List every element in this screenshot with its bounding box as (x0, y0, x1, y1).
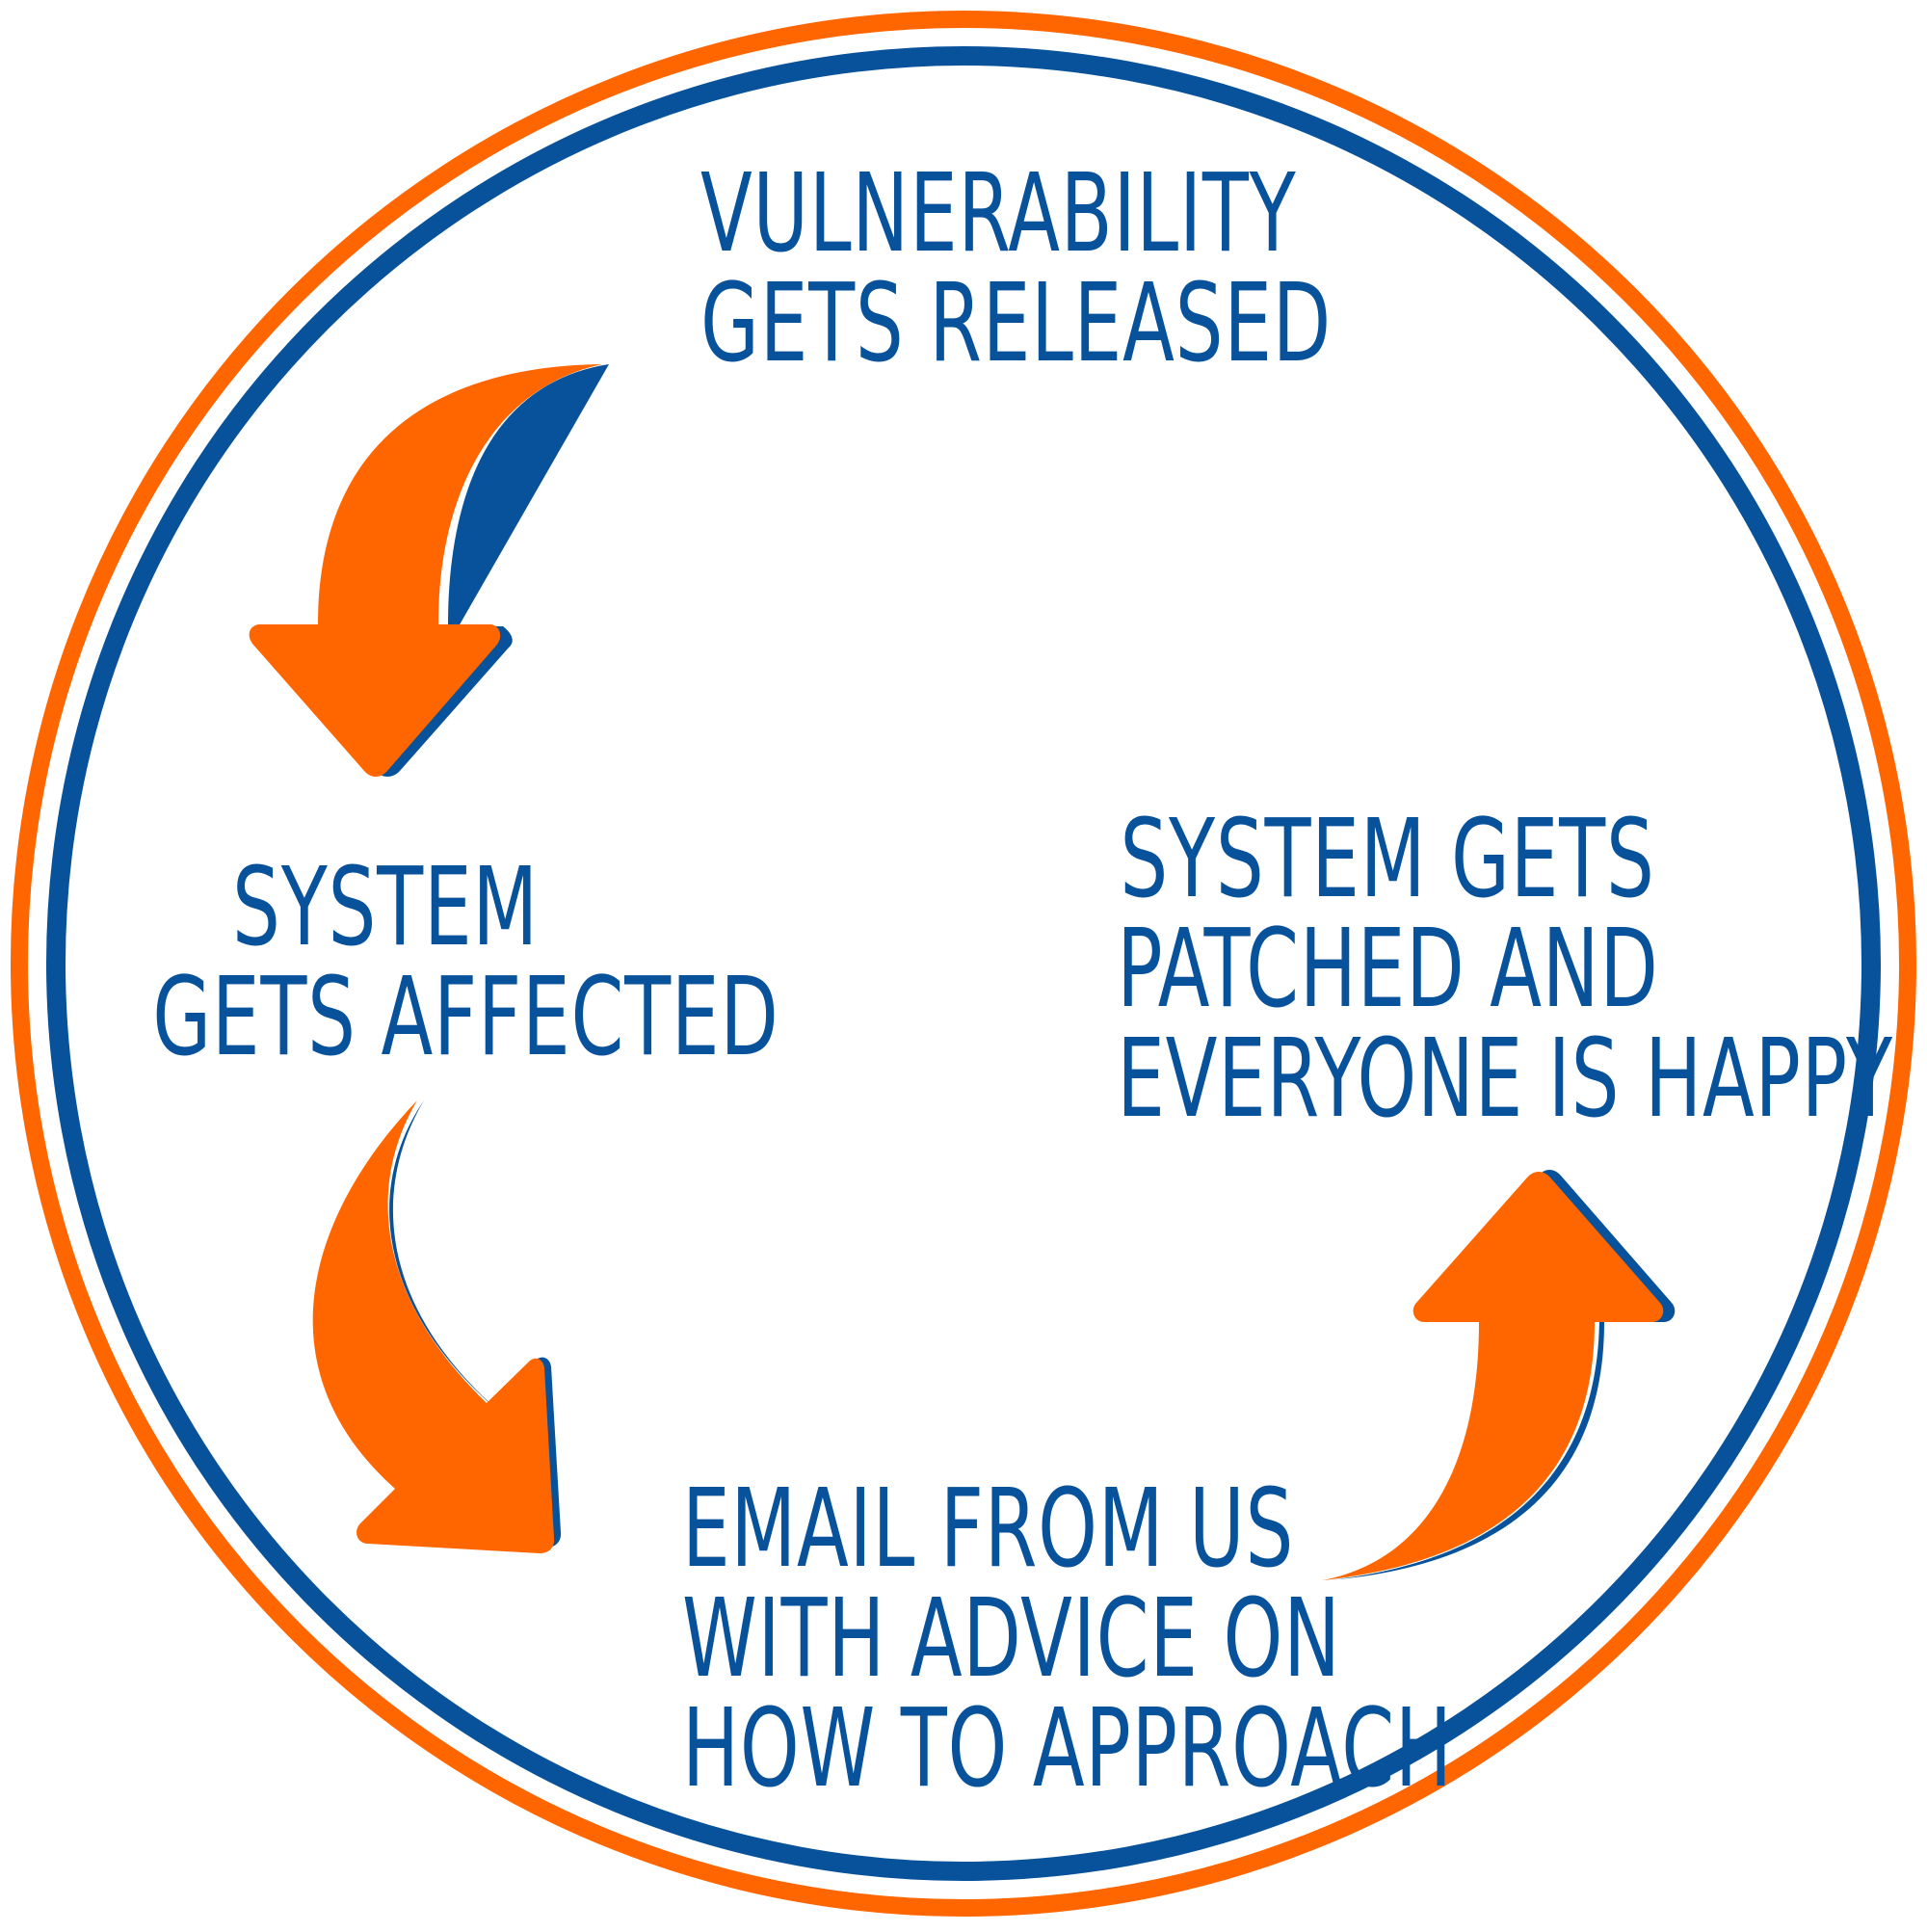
step-line: WITH ADVICE ON (682, 1576, 1341, 1702)
arrow-email-to-patched (1322, 1170, 1676, 1580)
step-line: GETS RELEASED (700, 261, 1333, 386)
step-line: SYSTEM GETS (1120, 797, 1655, 922)
arrow-affected-to-email-body (312, 1100, 555, 1553)
arrow-email-to-patched-body (1322, 1172, 1664, 1580)
outer-ring (11, 11, 1916, 1917)
arrow-released-to-affected-body (249, 364, 602, 777)
arrow-affected-to-email (312, 1100, 562, 1553)
step-line: SYSTEM (232, 845, 539, 970)
step-line: VULNERABILITY (700, 151, 1297, 277)
step-line: EMAIL FROM US (682, 1467, 1295, 1592)
step-line: HOW TO APPROACH (682, 1686, 1453, 1812)
step-email-advice: EMAIL FROM US WITH ADVICE ON HOW TO APPR… (597, 1467, 1453, 1812)
step-system-affected: SYSTEM GETS AFFECTED (87, 845, 779, 1080)
arrow-affected-to-email-shadow (389, 1100, 562, 1548)
step-line: PATCHED AND (1117, 907, 1659, 1032)
inner-ring (46, 46, 1881, 1881)
step-line: GETS AFFECTED (152, 955, 779, 1080)
step-system-patched: SYSTEM GETS PATCHED AND EVERYONE IS HAPP… (1041, 797, 1893, 1142)
step-line: EVERYONE IS HAPPY (1117, 1017, 1893, 1142)
arrow-released-to-affected (249, 364, 609, 777)
step-vulnerability-released: VULNERABILITY GETS RELEASED (626, 151, 1333, 386)
